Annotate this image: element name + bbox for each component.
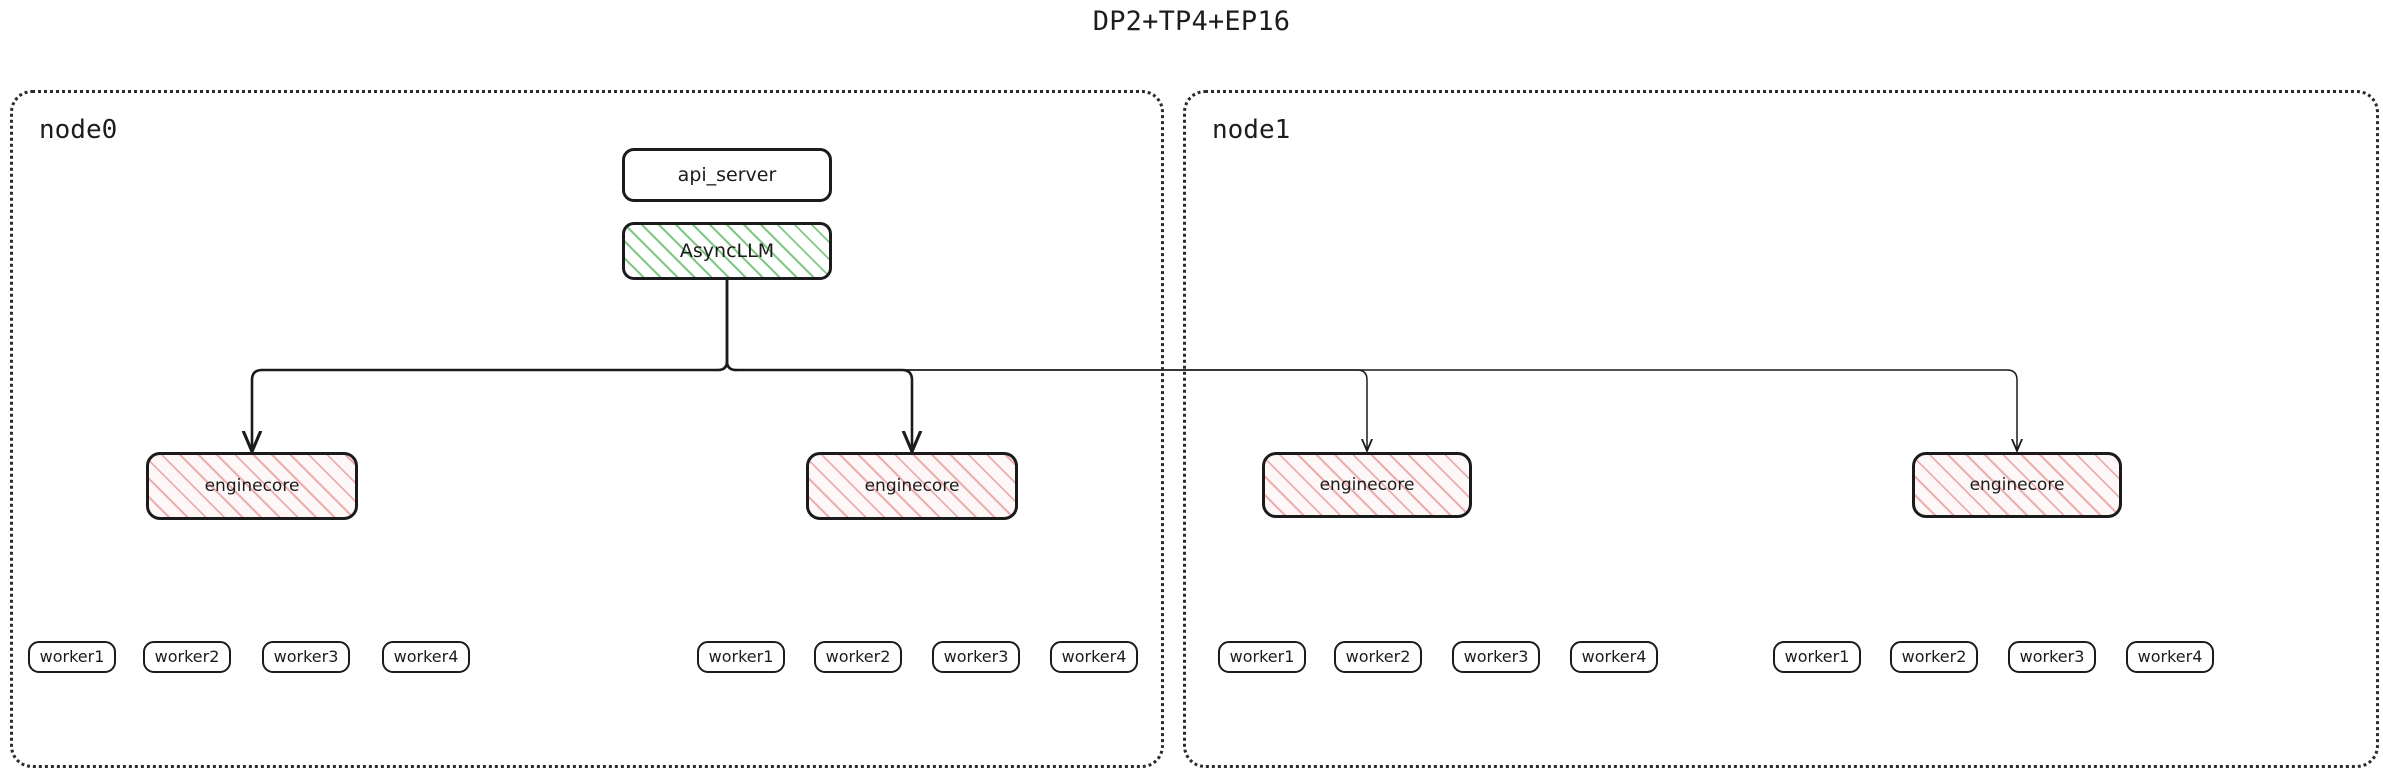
worker-label: worker2 [154,647,220,666]
worker-label: worker2 [1901,647,1967,666]
worker-box[interactable]: worker4 [1570,641,1658,673]
worker-box[interactable]: worker4 [1050,641,1138,673]
async-llm-label: AsyncLLM [679,239,775,262]
worker-label: worker3 [273,647,339,666]
api-server-label: api_server [677,163,777,186]
worker-box[interactable]: worker3 [932,641,1020,673]
enginecore-box[interactable]: enginecore [1262,452,1472,518]
worker-label: worker1 [708,647,774,666]
node-label-node0: node0 [39,115,118,145]
worker-label: worker1 [1229,647,1295,666]
enginecore-box[interactable]: enginecore [146,452,358,520]
worker-label: worker4 [1061,647,1127,666]
worker-label: worker3 [1463,647,1529,666]
enginecore-label: enginecore [204,475,300,496]
enginecore-label: enginecore [1319,474,1415,495]
worker-box[interactable]: worker2 [143,641,231,673]
worker-box[interactable]: worker1 [28,641,116,673]
worker-box[interactable]: worker4 [382,641,470,673]
worker-box[interactable]: worker4 [2126,641,2214,673]
async-llm-box[interactable]: AsyncLLM [622,222,832,280]
worker-box[interactable]: worker3 [2008,641,2096,673]
worker-label: worker2 [825,647,891,666]
worker-label: worker1 [1784,647,1850,666]
node-label-node1: node1 [1212,115,1291,145]
enginecore-label: enginecore [864,475,960,496]
worker-label: worker1 [39,647,105,666]
worker-label: worker2 [1345,647,1411,666]
worker-box[interactable]: worker3 [1452,641,1540,673]
worker-label: worker4 [1581,647,1647,666]
worker-label: worker4 [393,647,459,666]
node-group-node0: node0 [10,90,1164,768]
worker-box[interactable]: worker2 [1334,641,1422,673]
api-server-box[interactable]: api_server [622,148,832,202]
page-title: DP2+TP4+EP16 [1092,6,1291,37]
worker-label: worker3 [943,647,1009,666]
worker-box[interactable]: worker2 [1890,641,1978,673]
enginecore-box[interactable]: enginecore [806,452,1018,520]
worker-box[interactable]: worker1 [697,641,785,673]
worker-label: worker3 [2019,647,2085,666]
worker-label: worker4 [2137,647,2203,666]
worker-box[interactable]: worker2 [814,641,902,673]
worker-box[interactable]: worker3 [262,641,350,673]
enginecore-box[interactable]: enginecore [1912,452,2122,518]
worker-box[interactable]: worker1 [1773,641,1861,673]
node-group-node1: node1 [1183,90,2379,768]
worker-box[interactable]: worker1 [1218,641,1306,673]
enginecore-label: enginecore [1969,474,2065,495]
